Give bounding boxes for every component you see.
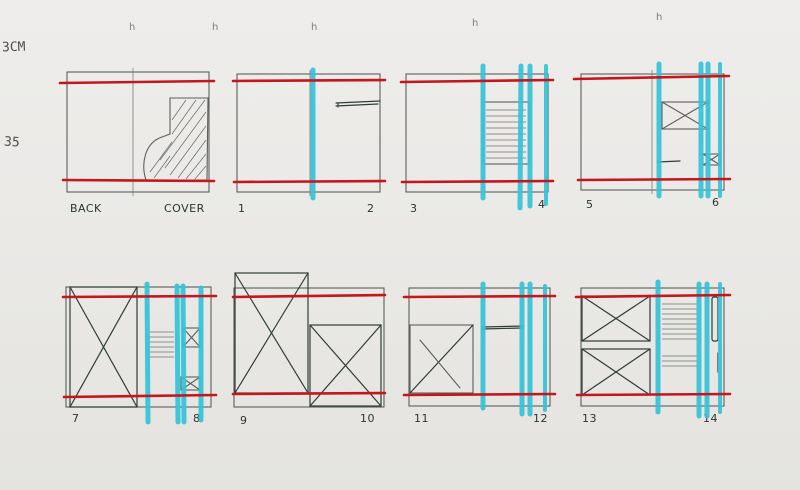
- spread-4: [572, 61, 732, 199]
- spread-4-bottom-margin: [576, 177, 732, 182]
- spread-6-bottom-margin: [231, 391, 387, 396]
- spread-5-top-margin: [61, 294, 218, 299]
- spread-8-top-margin: [574, 293, 732, 299]
- spread-2-right-label: 2: [367, 202, 375, 215]
- spread-2-outline: [236, 73, 381, 193]
- spread-7-left-label: 11: [414, 412, 429, 425]
- spread-8-bottom-margin: [575, 392, 732, 397]
- spread-5-right-label: 8: [193, 412, 201, 425]
- spread-3-left-label: 3: [410, 202, 418, 215]
- spread-3-column-marker-2: [517, 63, 524, 211]
- spread-6-top-margin: [231, 293, 387, 299]
- spread-2-left-label: 1: [238, 202, 246, 215]
- spread-7-right-label: 12: [533, 412, 548, 425]
- tick-mark-4: h: [472, 18, 479, 29]
- spread-5-text-hatching: [149, 331, 174, 358]
- spread-3-bottom-margin: [400, 179, 555, 184]
- tick-mark-2: h: [212, 22, 219, 33]
- spread-6-right-image: [309, 324, 382, 407]
- spread-1-cover-hatching: [149, 99, 207, 180]
- spread-2-bottom-margin: [232, 179, 387, 184]
- spread-1-right-label: COVER: [164, 202, 205, 215]
- spread-1-outline: [66, 71, 210, 193]
- spread-8-left-label: 13: [582, 412, 597, 425]
- spread-5-column-marker-3: [180, 283, 187, 425]
- spread-8-vertical-title: [711, 296, 719, 342]
- spread-5-full-image: [69, 286, 138, 408]
- spread-6-right-label: 10: [360, 412, 375, 425]
- spread-6-left-diagonal-2: [234, 272, 309, 394]
- spread-3: [399, 63, 555, 211]
- spread-3-outline: [405, 73, 549, 193]
- spread-7: [402, 281, 557, 417]
- spread-4-top-margin: [572, 74, 731, 81]
- spread-3-top-margin: [399, 78, 555, 84]
- spread-7-image-frame: [409, 324, 474, 394]
- spread-5-bottom-margin: [62, 393, 218, 399]
- spread-7-headline: [481, 325, 525, 330]
- tick-mark-3: h: [311, 22, 318, 33]
- spread-5-left-label: 7: [72, 412, 80, 425]
- tick-mark-5: h: [656, 12, 663, 23]
- spread-1-bottom-margin: [61, 178, 216, 183]
- spread-5-image-diagonal-2: [69, 286, 138, 408]
- spread-6-left-label: 9: [240, 414, 248, 427]
- spread-7-image-diagonal: [409, 324, 474, 394]
- spread-4-outline: [580, 73, 725, 191]
- spread-1-left-label: BACK: [70, 202, 102, 215]
- spread-8: [574, 279, 732, 419]
- spread-2: [231, 67, 387, 201]
- spread-4-right-label: 6: [712, 196, 720, 209]
- spread-7-outline: [408, 287, 551, 407]
- spread-7-bottom-margin: [402, 392, 557, 397]
- spread-4-left-label: 5: [586, 198, 594, 211]
- spread-7-image-cross: [419, 339, 461, 389]
- spread-8-image-top-diagonal-2: [581, 295, 651, 342]
- spread-5-outline: [65, 286, 212, 408]
- spread-7-top-margin: [402, 294, 557, 299]
- spread-1-top-margin: [58, 79, 216, 85]
- spread-8-outline: [580, 287, 725, 407]
- spread-5-column-marker-2: [174, 283, 181, 425]
- spread-3-right-label: 4: [538, 198, 546, 211]
- spread-1: [58, 68, 216, 196]
- spread-5-column-marker-1: [144, 281, 151, 425]
- spread-2-text-block: [335, 100, 381, 108]
- spread-6-outline: [233, 287, 385, 408]
- spread-2-top-margin: [231, 78, 387, 83]
- spread-6: [231, 272, 387, 408]
- spread-5: [61, 281, 218, 425]
- spread-8-text-hatching: [662, 303, 697, 367]
- tick-mark-1: h: [129, 22, 136, 33]
- spread-8-image-bottom-diagonal-2: [581, 348, 651, 396]
